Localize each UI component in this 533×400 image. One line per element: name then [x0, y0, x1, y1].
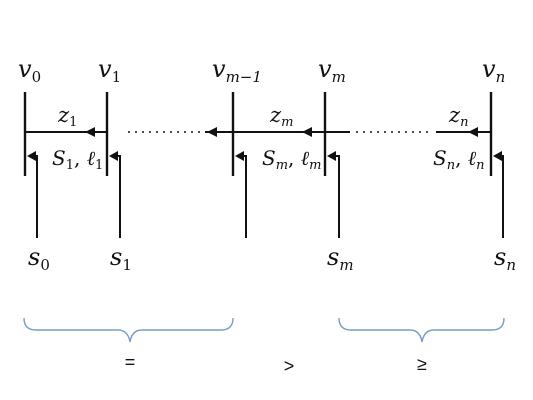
injection-label-0: s0 — [28, 243, 50, 274]
injection-0 — [27, 151, 38, 238]
bus-voltage-label-m-minus-1: vm−1 — [212, 55, 262, 86]
line-arrow-1 — [85, 127, 95, 137]
flow-label-1: S1, ℓ1 — [52, 146, 103, 173]
bus-voltage-label-0: v0 — [18, 55, 41, 86]
injection-label-m: sm — [327, 243, 354, 274]
impedance-label-m: zm — [269, 103, 293, 130]
injection-m — [327, 151, 340, 238]
brace-left — [23, 317, 234, 343]
injection-arrow-1 — [109, 151, 118, 161]
bus-voltage-label-n: vn — [482, 55, 505, 86]
comparison-equal: = — [125, 352, 136, 372]
bus-voltage-label-1: v1 — [98, 55, 121, 86]
line-arrow-m — [302, 127, 312, 137]
flow-label-n: Sn, ℓn — [433, 146, 485, 173]
flow-label-m: Sm, ℓm — [262, 146, 321, 173]
line-arrow-n — [468, 127, 478, 137]
injection-arrow-m-minus-1 — [235, 151, 244, 161]
injection-m-minus-1 — [235, 151, 247, 238]
impedance-label-n: zn — [448, 103, 468, 130]
injection-n — [493, 151, 504, 238]
brace-right — [338, 317, 505, 343]
injection-arrow-m — [327, 151, 336, 161]
injection-1 — [109, 151, 121, 238]
comparison-greater: > — [284, 356, 295, 376]
comparison-greater-equal: ≥ — [417, 354, 427, 374]
impedance-label-1: z1 — [57, 103, 77, 130]
injection-label-1: s1 — [110, 243, 132, 274]
line-arrow-stub — [207, 127, 217, 137]
bus-voltage-label-m: vm — [318, 55, 346, 86]
injection-arrow-0 — [27, 151, 36, 161]
injection-arrow-n — [493, 151, 502, 161]
injection-label-n: sn — [494, 243, 516, 274]
